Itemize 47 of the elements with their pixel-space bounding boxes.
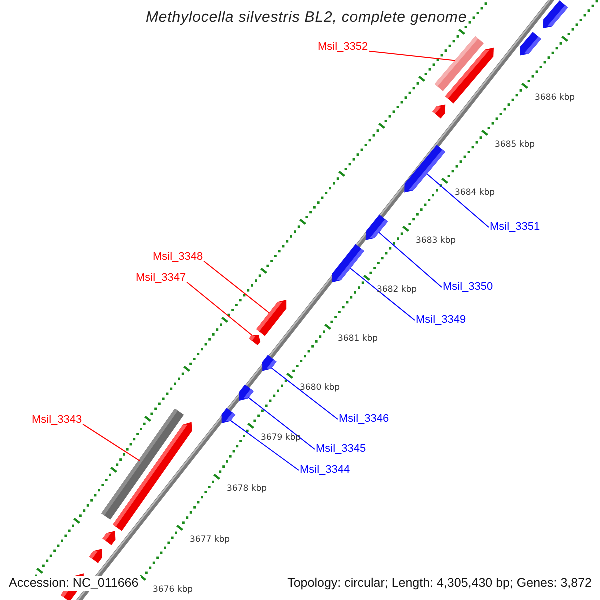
gene-feature [520, 32, 542, 56]
gene-label: Msil_3349 [416, 314, 466, 327]
gene-feature [239, 384, 254, 401]
genome-title: Methylocella silvestris BL2, complete genome [146, 9, 468, 26]
tick-label: 3684 kbp [455, 188, 496, 198]
gene-feature [445, 48, 494, 104]
gene-label: Msil_3348 [153, 251, 204, 264]
leader-line [426, 173, 490, 228]
tick-label: 3680 kbp [300, 383, 340, 393]
gene-label: Msil_3343 [32, 414, 82, 427]
tick-label: 3686 kbp [535, 93, 576, 103]
tick-label: 3679 kbp [261, 433, 302, 443]
leader-line [350, 268, 416, 321]
gene-feature [222, 408, 236, 424]
leader-line [368, 50, 456, 62]
gene-label: Msil_3344 [300, 464, 350, 477]
gene-feature [256, 300, 287, 336]
gene-feature [432, 104, 446, 119]
genome-stats-text: Topology: circular; Length: 4,305,430 bp; Genes: 3,872 [286, 576, 594, 591]
gene-feature [543, 0, 568, 29]
tick-label: 3676 kbp [153, 585, 194, 595]
leader-line [271, 368, 338, 420]
tick-label: 3678 kbp [227, 484, 268, 494]
leader-line [230, 420, 300, 471]
gene-label: Msil_3352 [318, 41, 368, 54]
tick-label: 3685 kbp [495, 140, 536, 150]
gene-feature [249, 335, 261, 346]
leader-line [248, 397, 316, 450]
tick-label: 3677 kbp [190, 535, 230, 545]
gene-feature [113, 422, 192, 532]
gene-label: Msil_3347 [136, 272, 186, 285]
gene-feature [366, 214, 388, 240]
gene-feature [89, 549, 102, 564]
leader-line [186, 282, 253, 336]
gene-feature [102, 531, 116, 546]
gene-label: Msil_3346 [339, 413, 390, 426]
tick-label: 3683 kbp [416, 236, 456, 246]
leader-line [378, 232, 442, 288]
gene-label: Msil_3350 [443, 281, 494, 294]
gene-feature [404, 145, 446, 193]
gene-feature [332, 244, 364, 283]
leader-line [204, 260, 270, 314]
gene-feature [262, 355, 277, 372]
gene-label: Msil_3345 [316, 443, 366, 456]
gene-label: Msil_3351 [490, 221, 540, 234]
tick-label: 3682 kbp [377, 285, 418, 295]
tick-label: 3681 kbp [338, 334, 378, 344]
